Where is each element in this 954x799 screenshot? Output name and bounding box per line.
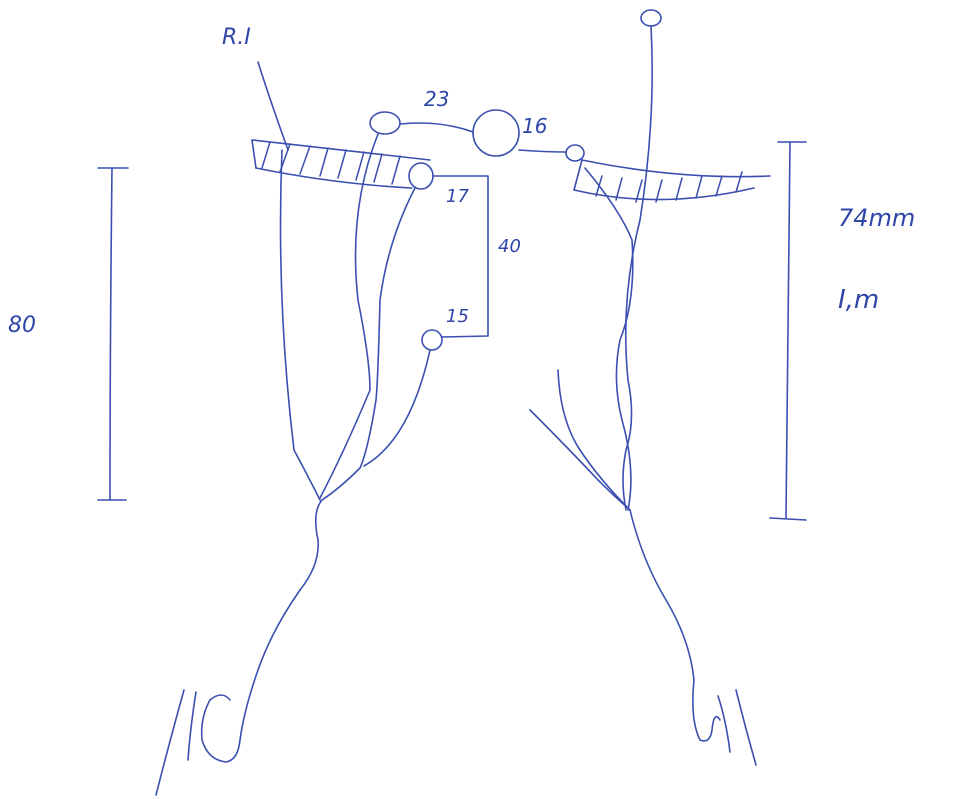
left-low-node	[422, 330, 442, 350]
measure-16: 16	[522, 114, 547, 138]
ri-pointer-line	[258, 62, 288, 150]
left-branch-1	[281, 150, 321, 500]
measure-17: 17	[446, 186, 469, 207]
right-hatched-band	[574, 160, 770, 202]
right-top-node	[641, 10, 661, 26]
right-structure	[530, 10, 770, 765]
right-small-node	[566, 145, 584, 161]
right-bottom-stroke-a	[718, 696, 730, 752]
right-trunk	[630, 510, 720, 741]
connector-16	[519, 150, 566, 152]
height-left: 80	[8, 313, 36, 338]
left-hatched-band	[252, 140, 430, 188]
left-structure: R.I	[156, 25, 566, 795]
left-bottom-stroke-a	[156, 690, 184, 795]
measure-15: 15	[446, 306, 469, 327]
height-right: 74mm	[838, 204, 915, 232]
left-dimension	[98, 168, 128, 500]
center-large-node	[473, 110, 519, 156]
left-bottom-stroke-b	[188, 692, 196, 760]
side-label-right: I,m	[838, 285, 879, 315]
left-branch-3	[322, 188, 415, 500]
measure-40: 40	[498, 236, 521, 257]
measure-23: 23	[424, 87, 449, 111]
left-trunk	[202, 500, 322, 762]
right-left-line	[558, 370, 630, 510]
right-dimension	[770, 142, 806, 520]
left-top-node	[370, 112, 400, 134]
left-mid-node	[409, 163, 433, 189]
connector-23	[400, 123, 473, 132]
right-bottom-stroke-b	[736, 690, 756, 765]
left-branch-2	[320, 134, 378, 498]
right-main-line	[623, 26, 652, 510]
side-label-left: R.I	[222, 25, 251, 50]
